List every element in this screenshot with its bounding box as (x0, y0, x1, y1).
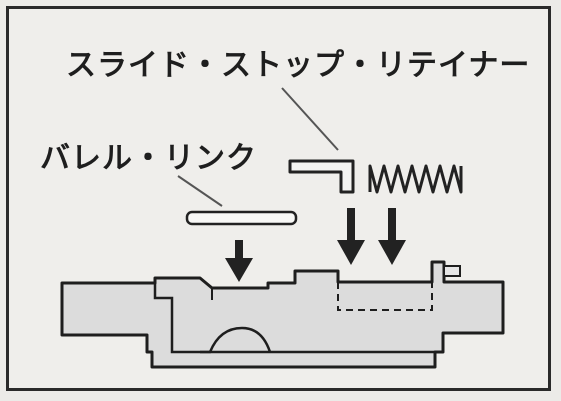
slide-stop-retainer-leader (281, 87, 339, 151)
barrel-link-leader (177, 175, 223, 207)
slide-stop-retainer-part (288, 159, 355, 194)
barrel-link-part (185, 210, 298, 226)
down-arrow-icon (225, 240, 253, 282)
frame-pin-part (443, 265, 461, 277)
down-arrow-icon (337, 208, 365, 265)
barrel-link-label: バレル・リンク (40, 141, 257, 176)
spring-part (368, 164, 463, 194)
hidden-slot-dashed (337, 282, 433, 311)
slide-rail-outline (153, 283, 435, 354)
slide-stop-retainer-label: スライド・ストップ・リテイナー (66, 48, 531, 83)
slide-notch-outline (200, 326, 272, 354)
down-arrow-icon (378, 208, 406, 265)
